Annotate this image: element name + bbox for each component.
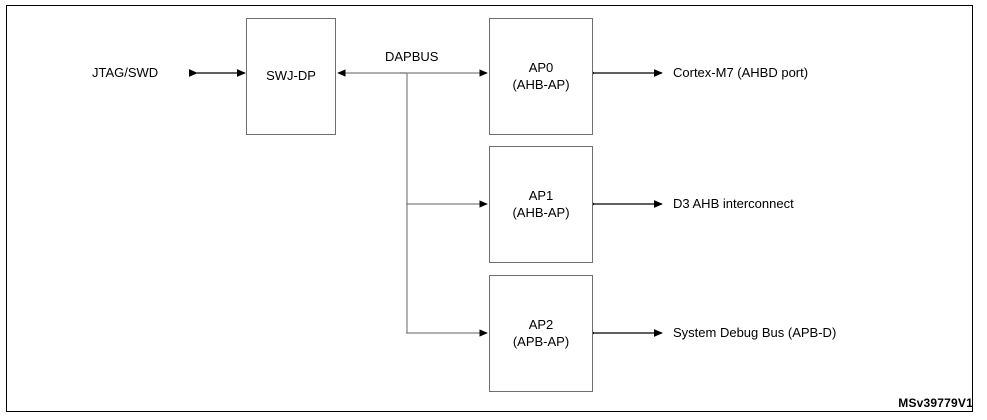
block-swj-dp[interactable]: SWJ-DP [246,18,336,135]
target-label-ap0: Cortex-M7 (AHBD port) [673,65,809,80]
block-ap1-title: AP1 [528,188,554,204]
block-ap0-subtitle: (AHB-AP) [512,76,570,92]
block-ap0-title: AP0 [528,60,554,76]
block-ap1-subtitle: (AHB-AP) [512,204,570,220]
block-ap0[interactable]: AP0 (AHB-AP) [489,18,593,135]
block-swj-dp-title: SWJ-DP [266,68,316,84]
figure-watermark: MSv39779V1 [898,396,973,410]
external-port-label: JTAG/SWD [92,65,159,80]
block-ap2-title: AP2 [528,317,554,333]
block-ap2-subtitle: (APB-AP) [512,333,570,349]
target-label-ap1: D3 AHB interconnect [673,196,794,211]
dapbus-label: DAPBUS [385,49,439,64]
block-ap1[interactable]: AP1 (AHB-AP) [489,146,593,263]
target-label-ap2: System Debug Bus (APB-D) [673,325,837,340]
block-ap2[interactable]: AP2 (APB-AP) [489,275,593,392]
